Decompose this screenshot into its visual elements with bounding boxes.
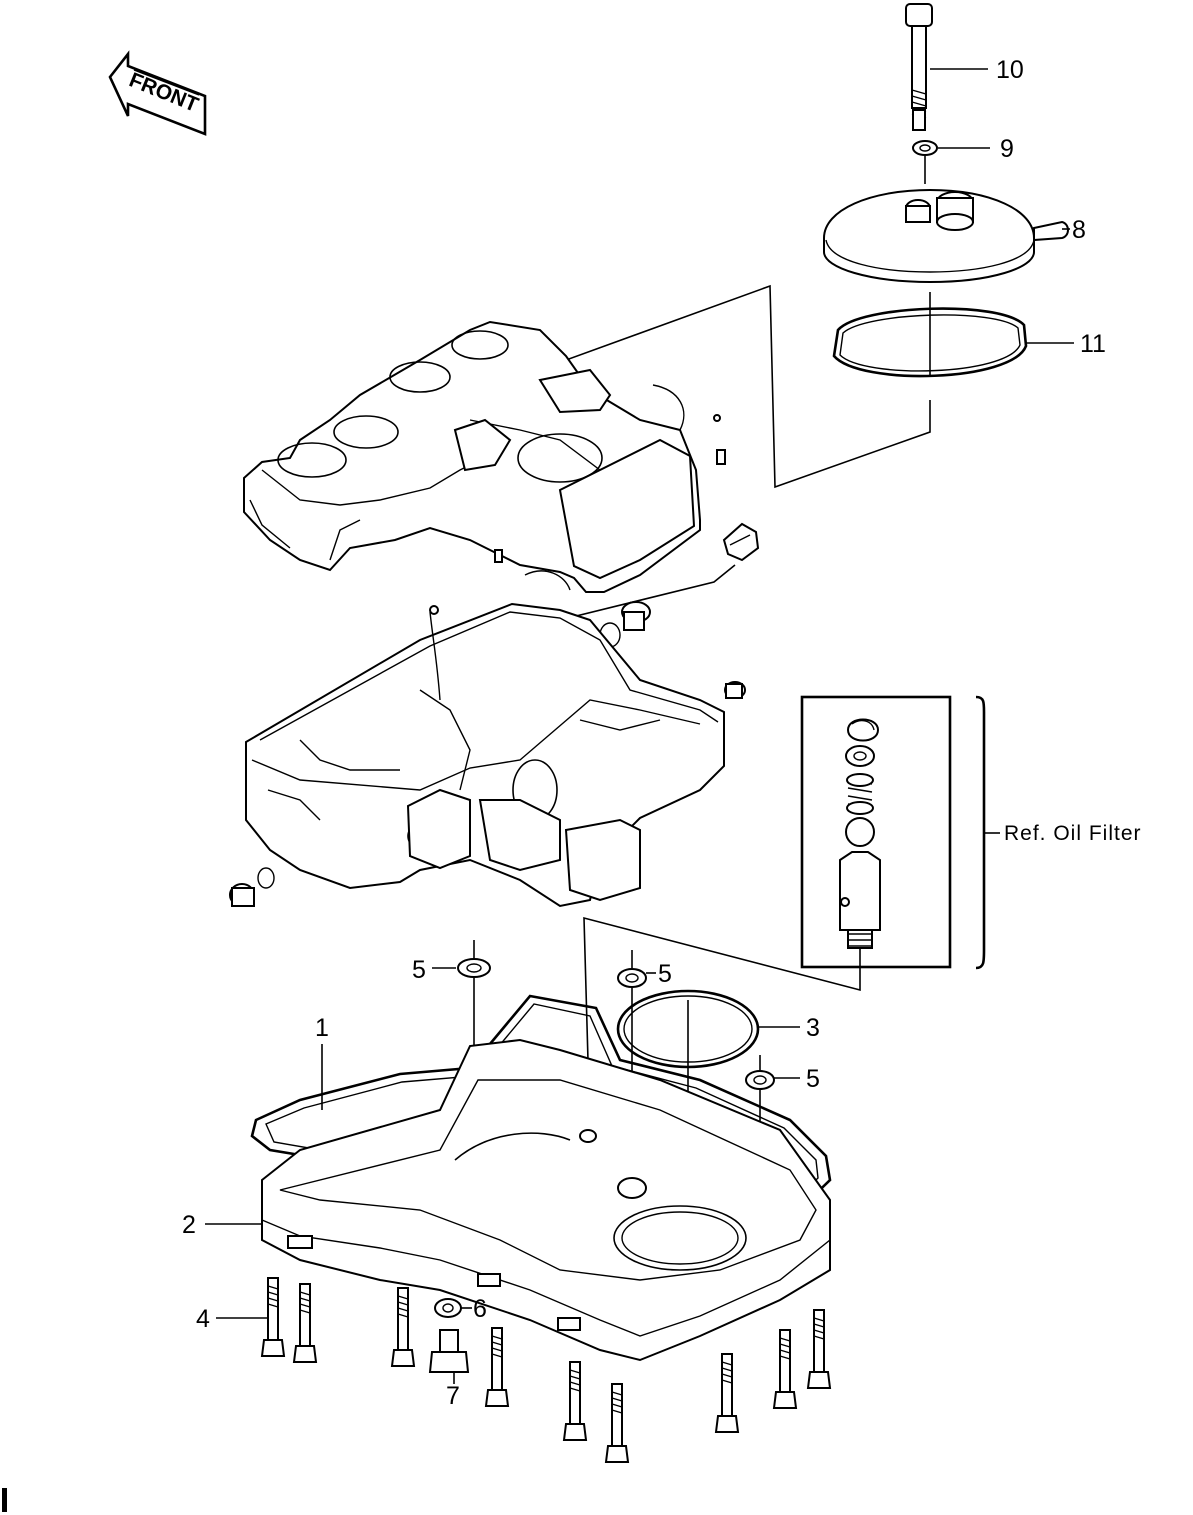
callout-11: 11 — [1080, 330, 1106, 358]
pan-bolt — [390, 1287, 416, 1367]
callout-7: 7 — [446, 1382, 460, 1410]
part-9-washer — [912, 140, 990, 184]
callout-5-right: 5 — [806, 1065, 820, 1093]
part-10-bolt — [905, 3, 988, 131]
pan-bolt — [562, 1361, 588, 1441]
part-11-gasket — [832, 292, 1074, 378]
upper-crankcase — [243, 320, 726, 593]
callout-5-left: 5 — [412, 956, 426, 984]
callout-3: 3 — [806, 1014, 820, 1042]
callout-1: 1 — [315, 1014, 329, 1042]
callout-10: 10 — [996, 56, 1024, 84]
assembly-leader-lower — [583, 916, 861, 1133]
part-6-drain-washer — [434, 1298, 472, 1318]
relief-valve-parts — [839, 718, 881, 966]
pan-bolt — [604, 1383, 630, 1463]
part-2-oil-pan — [205, 1038, 831, 1362]
part-7-drain-plug — [428, 1329, 470, 1384]
ref-oil-filter-box: Ref. Oil Filter — [800, 695, 1142, 970]
part-8-filter-cover — [823, 188, 1070, 284]
lower-crankcase — [245, 602, 725, 908]
part-5-washer-left — [432, 940, 491, 1056]
pan-bolt — [806, 1309, 832, 1389]
callout-6: 6 — [473, 1295, 487, 1323]
plug-fitting — [599, 601, 651, 648]
front-arrow-label: FRONT — [126, 68, 202, 116]
pan-bolt — [484, 1327, 510, 1407]
callout-4: 4 — [196, 1305, 210, 1333]
part-4-bolts — [216, 1277, 832, 1463]
pan-bolt — [260, 1277, 286, 1357]
pan-bolt — [772, 1329, 798, 1409]
ref-oil-filter-label: Ref. Oil Filter — [1004, 822, 1142, 845]
callout-2: 2 — [182, 1211, 196, 1239]
drain-plug-case — [229, 867, 275, 907]
pan-bolt — [292, 1283, 318, 1363]
page-edge-mark — [2, 1488, 7, 1512]
callout-8: 8 — [1072, 216, 1086, 244]
front-arrow: FRONT — [108, 50, 207, 136]
pan-bolt — [714, 1353, 740, 1433]
callout-5-middle: 5 — [658, 960, 672, 988]
oil-pressure-switch — [559, 522, 760, 621]
callout-9: 9 — [1000, 135, 1014, 163]
